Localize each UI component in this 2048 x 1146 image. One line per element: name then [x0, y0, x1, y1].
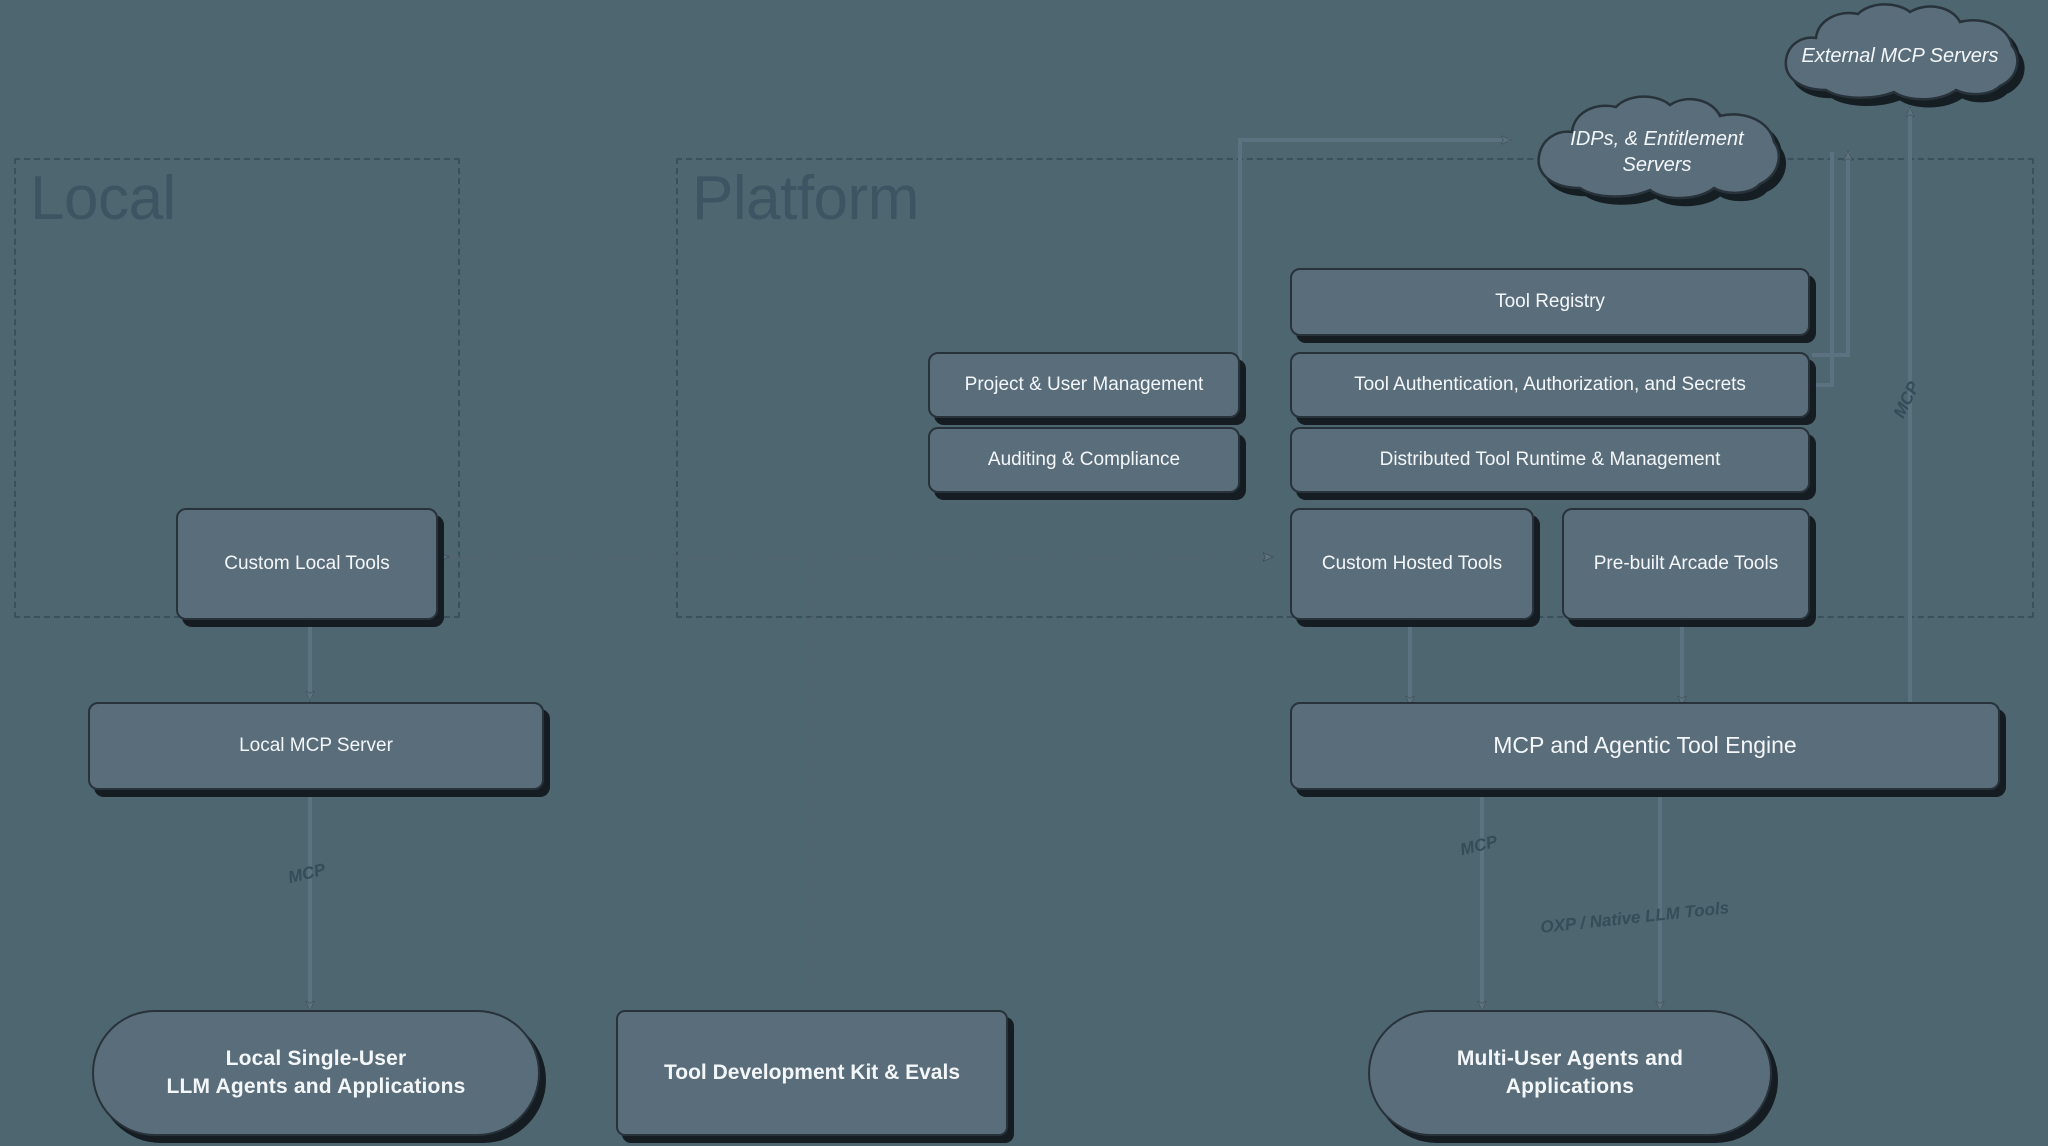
- node-tool-authentication-label: Tool Authentication, Authorization, and …: [1354, 374, 1746, 396]
- node-tool-registry-label: Tool Registry: [1495, 291, 1605, 313]
- node-mcp-agentic-tool-engine-label: MCP and Agentic Tool Engine: [1493, 732, 1797, 759]
- node-distributed-tool-runtime-label: Distributed Tool Runtime & Management: [1379, 449, 1721, 471]
- node-auditing-compliance[interactable]: Auditing & Compliance: [928, 427, 1240, 493]
- node-multi-user-agents-line1: Multi-User Agents and: [1456, 1046, 1684, 1070]
- region-platform-title: Platform: [692, 164, 919, 233]
- cloud-idps-entitlement[interactable]: IDPs, & Entitlement Servers: [1522, 95, 1792, 208]
- region-local-title: Local: [30, 164, 176, 233]
- node-local-mcp-server[interactable]: Local MCP Server: [88, 702, 544, 790]
- node-tool-development-kit[interactable]: Tool Development Kit & Evals: [616, 1010, 1008, 1136]
- node-local-agents[interactable]: Local Single-User LLM Agents and Applica…: [92, 1010, 540, 1136]
- node-project-user-management[interactable]: Project & User Management: [928, 352, 1240, 418]
- node-prebuilt-arcade-tools-label: Pre-built Arcade Tools: [1593, 553, 1779, 575]
- node-multi-user-agents[interactable]: Multi-User Agents and Applications: [1368, 1010, 1772, 1136]
- node-custom-local-tools-label: Custom Local Tools: [224, 553, 390, 575]
- node-local-agents-line2: LLM Agents and Applications: [166, 1075, 466, 1098]
- node-custom-hosted-tools[interactable]: Custom Hosted Tools: [1290, 508, 1534, 620]
- node-tool-development-kit-label: Tool Development Kit & Evals: [664, 1060, 960, 1084]
- node-custom-local-tools[interactable]: Custom Local Tools: [176, 508, 438, 620]
- node-tool-registry[interactable]: Tool Registry: [1290, 268, 1810, 336]
- node-auditing-compliance-label: Auditing & Compliance: [987, 449, 1181, 471]
- node-project-user-management-label: Project & User Management: [964, 374, 1204, 396]
- cloud-external-mcp-servers[interactable]: External MCP Servers: [1768, 3, 2032, 108]
- node-custom-hosted-tools-label: Custom Hosted Tools: [1321, 553, 1503, 575]
- node-multi-user-agents-line2: Applications: [1505, 1075, 1635, 1098]
- node-local-mcp-server-label: Local MCP Server: [239, 735, 393, 757]
- node-prebuilt-arcade-tools[interactable]: Pre-built Arcade Tools: [1562, 508, 1810, 620]
- node-tool-authentication[interactable]: Tool Authentication, Authorization, and …: [1290, 352, 1810, 418]
- node-mcp-agentic-tool-engine[interactable]: MCP and Agentic Tool Engine: [1290, 702, 2000, 790]
- node-local-agents-line1: Local Single-User: [225, 1046, 407, 1070]
- node-distributed-tool-runtime[interactable]: Distributed Tool Runtime & Management: [1290, 427, 1810, 493]
